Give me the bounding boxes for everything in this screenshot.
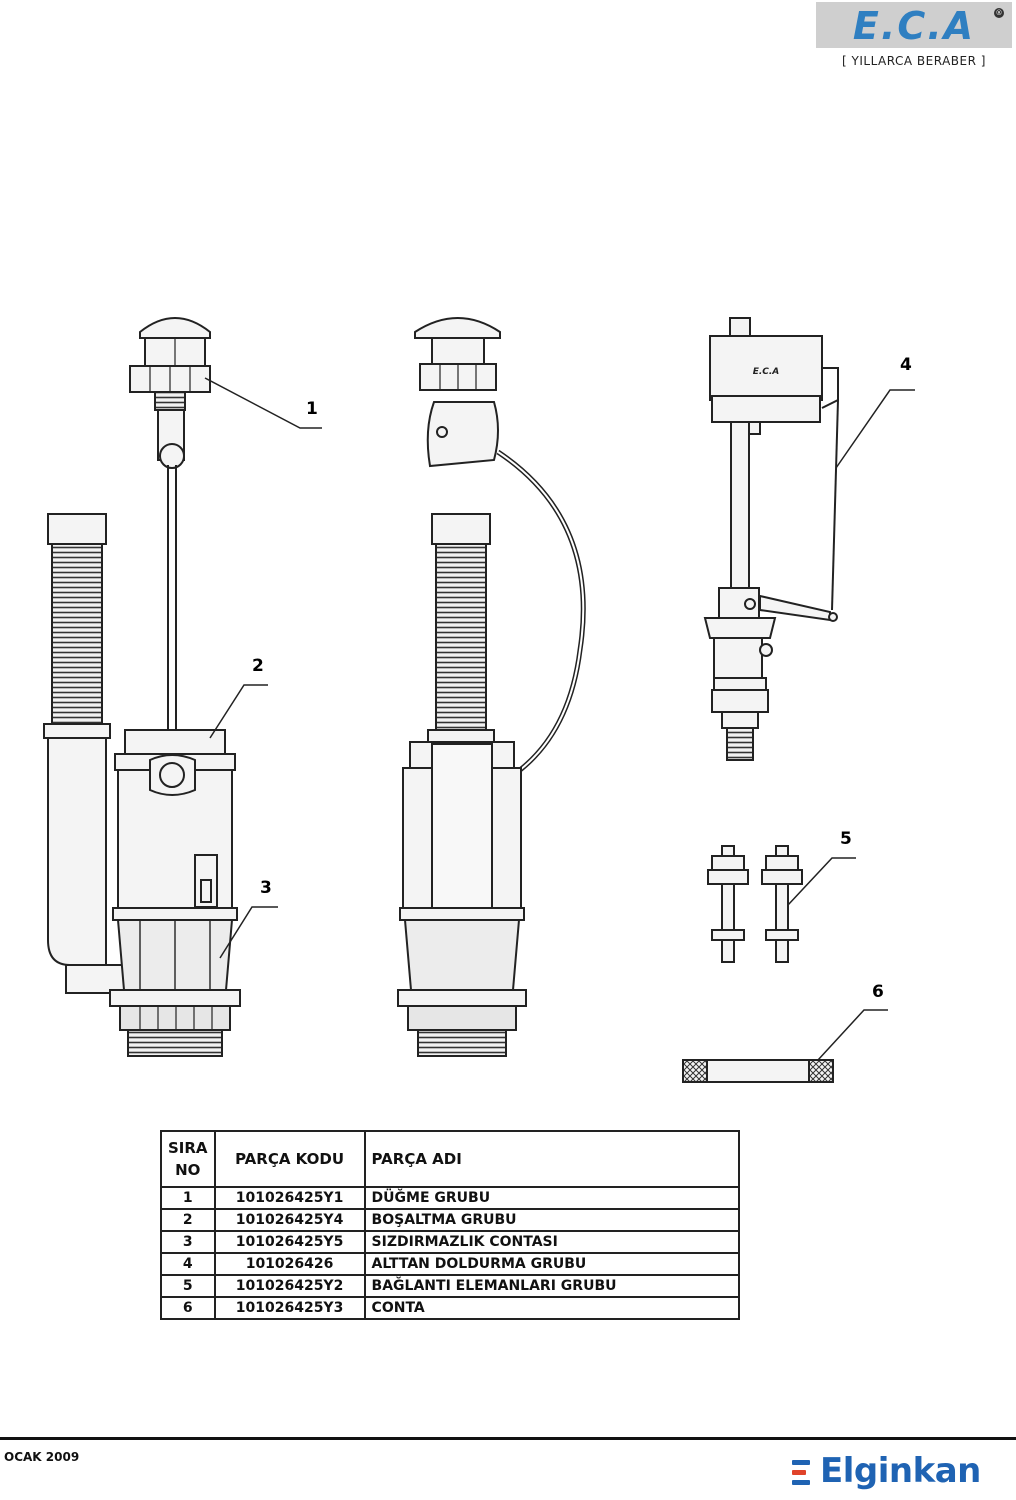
row-no: 5	[160, 1274, 216, 1298]
row-name: BAĞLANTI ELEMANLARI GRUBU	[363, 1274, 741, 1298]
eca-slogan: [ YILLARCA BERABER ]	[842, 54, 986, 68]
row-name: CONTA	[363, 1296, 741, 1320]
row-no: 3	[160, 1230, 216, 1254]
leader-lines	[204, 377, 915, 1061]
header-sira: SIRA	[168, 1139, 208, 1157]
table-row: 3 101026425Y5 SIZDIRMAZLIK CONTASI	[160, 1230, 741, 1254]
eca-logo-plate	[816, 2, 1012, 48]
header-no: NO	[175, 1161, 201, 1179]
row-name: DÜĞME GRUBU	[363, 1186, 741, 1210]
row-name: ALTTAN DOLDURMA GRUBU	[363, 1252, 741, 1276]
footer-date: OCAK 2009	[4, 1450, 80, 1464]
callout-6: 6	[872, 982, 884, 1002]
row-no: 6	[160, 1296, 216, 1320]
fixing-bolts	[707, 845, 803, 963]
row-no: 1	[160, 1186, 216, 1210]
row-code: 101026425Y2	[213, 1274, 366, 1298]
parts-table: SIRA NO PARÇA KODU PARÇA ADI 1 101026425…	[160, 1130, 741, 1320]
elginkan-name: Elginkan	[820, 1451, 981, 1491]
eca-logo: E.C.A ® [ YILLARCA BERABER ]	[816, 2, 1012, 72]
row-code: 101026426	[213, 1252, 366, 1276]
callout-1: 1	[306, 399, 318, 419]
table-row: 5 101026425Y2 BAĞLANTI ELEMANLARI GRUBU	[160, 1274, 741, 1298]
row-name: BOŞALTMA GRUBU	[363, 1208, 741, 1232]
fill-valve-brand: E.C.A	[753, 367, 780, 377]
table-row: 2 101026425Y4 BOŞALTMA GRUBU	[160, 1208, 741, 1232]
footer-divider	[0, 1437, 1016, 1440]
fill-valve-assembly	[703, 317, 839, 761]
callout-3: 3	[260, 878, 272, 898]
elginkan-mark-icon	[792, 1456, 814, 1486]
table-row: 6 101026425Y3 CONTA	[160, 1296, 741, 1320]
row-name: SIZDIRMAZLIK CONTASI	[363, 1230, 741, 1254]
parts-diagram: E.C.A 1 2 3 4 5 6	[43, 317, 915, 1083]
eca-logo-mark: E.C.A	[852, 4, 976, 48]
left-drain-assembly	[43, 317, 241, 1057]
row-no: 2	[160, 1208, 216, 1232]
elginkan-logo: Elginkan	[792, 1450, 1010, 1494]
registered-icon: ®	[994, 8, 1004, 18]
table-row: 4 101026426 ALTTAN DOLDURMA GRUBU	[160, 1252, 741, 1276]
header-sira-no: SIRA NO	[160, 1130, 216, 1188]
row-code: 101026425Y4	[213, 1208, 366, 1232]
header-parca-adi: PARÇA ADI	[363, 1130, 741, 1188]
callout-2: 2	[252, 656, 264, 676]
table-row: 1 101026425Y1 DÜĞME GRUBU	[160, 1186, 741, 1210]
gasket	[682, 1059, 834, 1083]
row-code: 101026425Y1	[213, 1186, 366, 1210]
row-code: 101026425Y5	[213, 1230, 366, 1254]
row-code: 101026425Y3	[213, 1296, 366, 1320]
middle-drain-assembly	[397, 317, 586, 1057]
table-header-row: SIRA NO PARÇA KODU PARÇA ADI	[160, 1130, 741, 1188]
callout-5: 5	[840, 829, 852, 849]
callout-4: 4	[900, 355, 912, 375]
row-no: 4	[160, 1252, 216, 1276]
header-parca-kodu: PARÇA KODU	[213, 1130, 366, 1188]
